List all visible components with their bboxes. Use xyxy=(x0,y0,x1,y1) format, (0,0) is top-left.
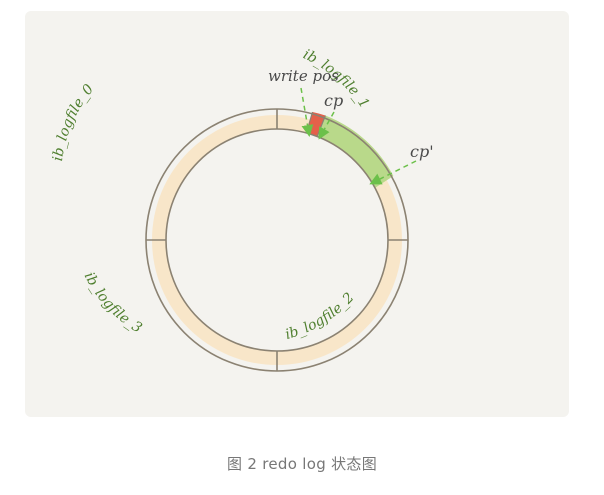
redo-log-ring-diagram: ib_logfile_0 ib_logfile_1 ib_logfile_2 i… xyxy=(50,46,434,372)
cp-prime-label: cp' xyxy=(410,142,434,161)
segment-label-3: ib_logfile_3 xyxy=(81,270,145,337)
write-pos-arrow xyxy=(300,87,314,137)
checked-region xyxy=(317,115,394,189)
figure-panel: ib_logfile_0 ib_logfile_1 ib_logfile_2 i… xyxy=(25,11,569,417)
cp-prime-arrow xyxy=(369,160,417,185)
figure-caption: 图 2 redo log 状态图 xyxy=(226,455,378,473)
cp-label: cp xyxy=(324,91,343,110)
segment-label-0: ib_logfile_0 xyxy=(50,81,97,162)
ring-hole xyxy=(166,129,388,351)
cp-arrow xyxy=(318,111,335,140)
write-pos-label: write pos xyxy=(268,67,339,85)
